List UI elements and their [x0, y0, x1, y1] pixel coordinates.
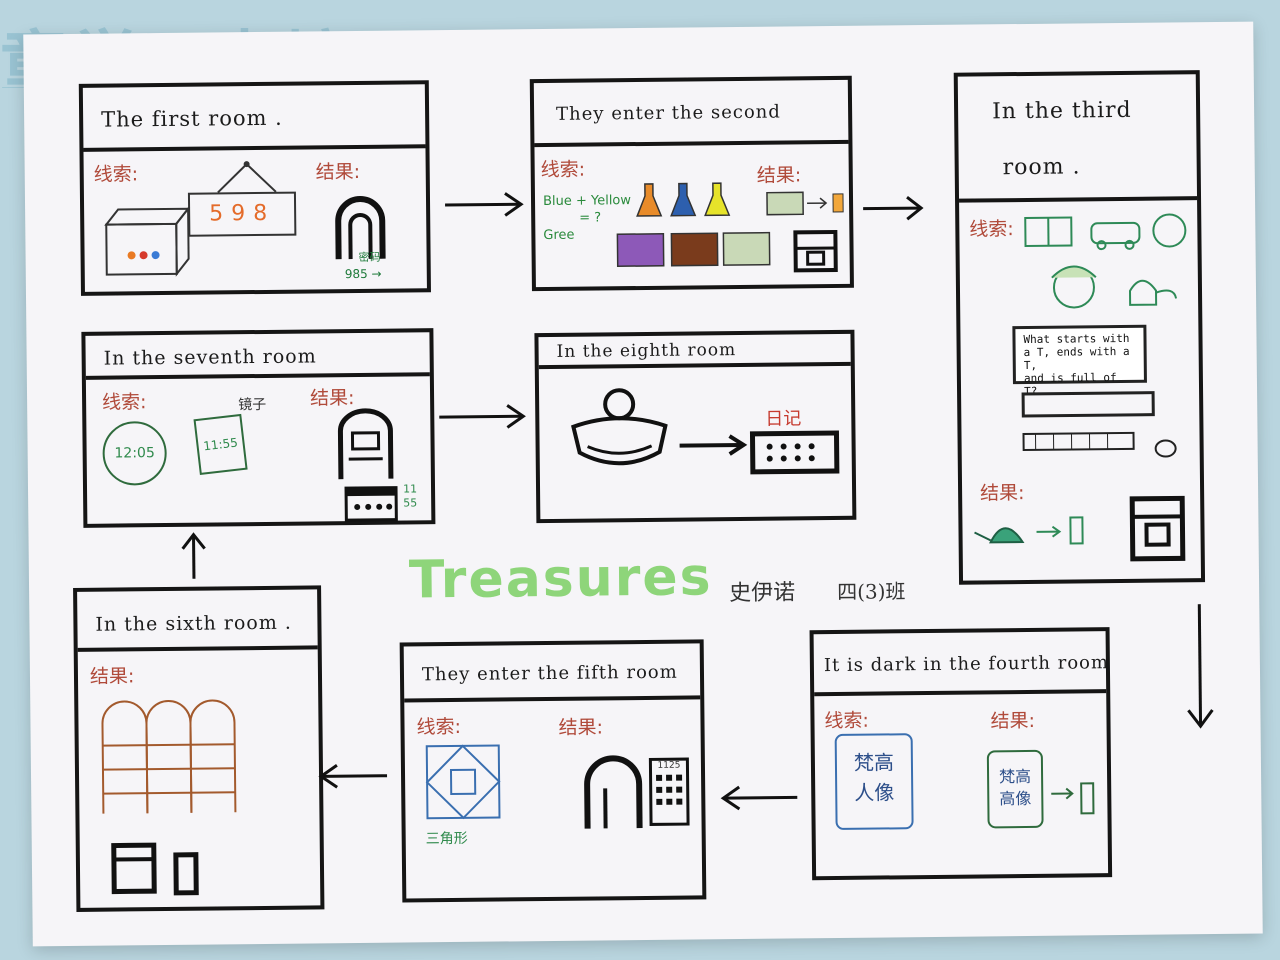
room-title-seventh: In the seventh room — [85, 332, 430, 380]
result-label: 结果: — [990, 709, 1036, 733]
result-label: 结果: — [980, 482, 1025, 505]
arrow-right-icon — [445, 192, 524, 217]
keypad-device: 1125 — [648, 757, 690, 826]
room-title-first: The first room . — [82, 84, 426, 152]
arrow-to-key-icon — [1051, 782, 1095, 815]
code-text: 598 — [209, 200, 276, 227]
triangle-label: 三角形 — [425, 830, 468, 848]
room-panel-third: In the third room . 线索: What starts with… — [953, 70, 1206, 585]
arrow-down-icon — [1187, 604, 1214, 729]
treasure-chests-icon — [616, 231, 771, 268]
room-panel-first: The first room . 线索: 结果: 598 985 → 密码 — [78, 80, 431, 296]
room-title-fourth: It is dark in the fourth room — [813, 631, 1107, 697]
sign-hanger-icon — [217, 161, 277, 194]
result-label: 结果: — [89, 665, 135, 688]
door-arch-icon — [584, 755, 643, 829]
author-class: 四(3)班 — [837, 579, 906, 604]
clue-label: 线索: — [102, 391, 147, 414]
chest-to-key-icon — [766, 191, 844, 216]
lock-code-text: 985 → — [344, 266, 382, 282]
room-panel-fourth: It is dark in the fourth room 线索: 结果: 梵高… — [809, 627, 1113, 881]
pot-sculpture-icon — [571, 388, 668, 466]
door-arch-icon — [335, 195, 386, 260]
room-title-eighth: In the eighth room — [538, 333, 851, 370]
van-gogh-box: 梵高 高像 — [986, 749, 1044, 829]
diamond-square-icon — [425, 744, 501, 820]
gate-door-icon — [1129, 495, 1186, 562]
clue-label: 线索: — [416, 715, 462, 739]
gate-door-icon — [793, 229, 838, 273]
teapot-to-key-icon — [974, 516, 1084, 545]
author-name: 史伊诺 — [729, 580, 796, 607]
room-title-fifth: They enter the fifth room . — [403, 643, 701, 703]
clue-label: 线索: — [93, 163, 139, 186]
result-time-text: 11 55 — [402, 482, 418, 510]
room-panel-second: They enter the second room . 线索: 结果: Blu… — [529, 75, 854, 292]
box-sketch — [104, 205, 191, 277]
arrow-right-icon — [679, 434, 748, 456]
room-title-third: In the third room . — [957, 74, 1198, 203]
drawing-paper: The first room . 线索: 结果: 598 985 → 密码 — [23, 21, 1263, 947]
girl-and-teapot-icon — [1051, 265, 1178, 309]
diary-label: 日记 — [765, 408, 802, 430]
book-car-ball-icons — [1024, 213, 1187, 251]
room-title-second: They enter the second room . — [533, 79, 849, 148]
bookshelves-icon — [101, 699, 237, 814]
mirror-label: 镜子 — [238, 396, 267, 414]
van-gogh-portrait: 梵高 人像 — [834, 733, 914, 831]
code-sign: 598 — [187, 191, 297, 237]
result-label: 结果: — [558, 716, 604, 739]
poster-title: Treasures — [408, 547, 713, 611]
riddle-note: What starts with a T, ends with a T, and… — [1012, 324, 1147, 398]
room-panel-sixth: In the sixth room . 结果: — [73, 585, 325, 912]
arrow-right-icon — [439, 404, 526, 429]
arrow-left-icon — [720, 785, 798, 811]
keypad-icon — [344, 486, 398, 522]
clue-label: 线索: — [824, 709, 870, 733]
room-panel-seventh: In the seventh room 线索: 结果: 12:05 11:55 … — [81, 328, 436, 528]
gate-and-key-icon — [111, 842, 199, 896]
room-panel-eighth: In the eighth room 日记 — [534, 329, 857, 524]
clue-label: 线索: — [969, 218, 1014, 241]
result-label: 结果: — [315, 160, 361, 184]
room-panel-fifth: They enter the fifth room . 线索: 结果: 三角形 … — [399, 639, 707, 903]
code-label-text: 密码 — [358, 250, 381, 264]
computer-keyboard-icon — [1021, 391, 1177, 458]
result-label: 结果: — [756, 164, 802, 187]
keypad-buttons-icon — [656, 774, 683, 805]
clock-face: 12:05 — [102, 420, 167, 486]
diary-box-icon — [749, 430, 840, 475]
flasks-icon — [636, 182, 731, 217]
arrow-up-icon — [181, 532, 206, 579]
mirror-frame: 11:55 — [193, 413, 248, 475]
arrow-left-icon — [318, 763, 388, 789]
room-title-sixth: In the sixth room . — [77, 589, 318, 652]
gate-door-icon — [337, 408, 394, 480]
arrow-right-icon — [863, 196, 924, 221]
clue-label: 线索: — [540, 158, 586, 182]
